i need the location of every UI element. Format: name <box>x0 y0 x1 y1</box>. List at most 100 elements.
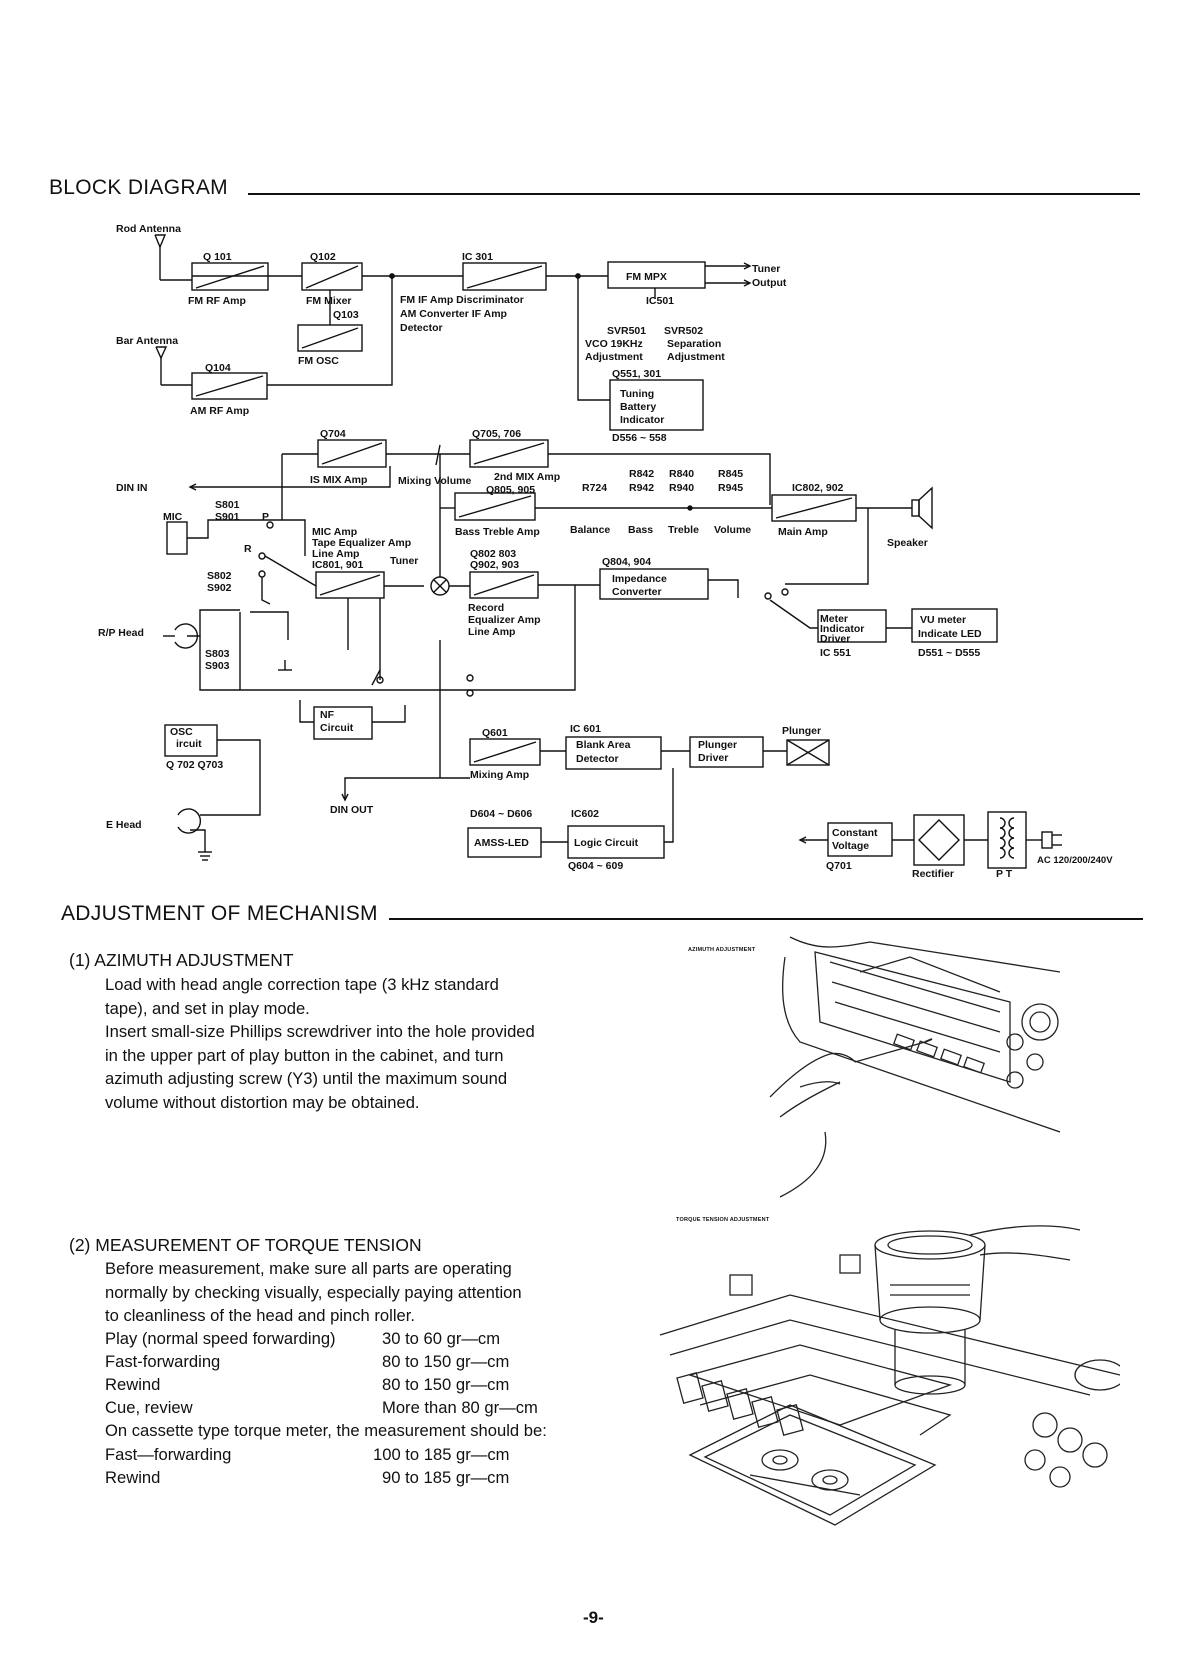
e-head-symbol <box>177 808 212 861</box>
svg-text:Indicator: Indicator <box>820 623 864 635</box>
svg-text:MIC: MIC <box>163 511 183 523</box>
svg-text:R: R <box>244 543 252 555</box>
vu-meter-led-block <box>911 608 998 643</box>
azimuth-text: Load with head angle correction tape (3 … <box>105 975 535 1112</box>
svg-text:MIC Amp: MIC Amp <box>312 526 357 538</box>
svg-text:IC 551: IC 551 <box>820 647 851 659</box>
svg-text:D604 ~ D606: D604 ~ D606 <box>470 808 532 820</box>
bass-treble-amp-block <box>454 492 536 521</box>
svg-text:NF: NF <box>320 709 335 721</box>
svg-text:VU meter: VU meter <box>920 614 966 626</box>
svg-text:FM RF Amp: FM RF Amp <box>188 295 246 307</box>
svg-text:R845: R845 <box>718 468 743 480</box>
svg-text:S803: S803 <box>205 648 230 660</box>
meter-indicator-driver-block <box>817 609 887 643</box>
svg-text:VCO 19KHz: VCO 19KHz <box>585 338 643 350</box>
svg-text:Q551, 301: Q551, 301 <box>612 368 661 380</box>
spec-rewind-label: Rewind <box>105 1375 161 1394</box>
svg-text:FM OSC: FM OSC <box>298 355 339 367</box>
mechanism-rule <box>389 918 1143 920</box>
svg-text:IC602: IC602 <box>571 808 599 820</box>
svg-text:Q104: Q104 <box>205 362 231 374</box>
svg-text:Q701: Q701 <box>826 860 852 872</box>
torque-title: (2) MEASUREMENT OF TORQUE TENSION <box>69 1235 422 1255</box>
cassette-rewind-label: Rewind <box>105 1468 161 1487</box>
svg-text:DIN IN: DIN IN <box>116 482 148 494</box>
svg-text:S902: S902 <box>207 582 232 594</box>
svg-text:Tuning: Tuning <box>620 388 654 400</box>
svg-text:Tuner: Tuner <box>752 263 780 275</box>
svg-text:R942: R942 <box>629 482 654 494</box>
svg-text:Driver: Driver <box>698 752 728 764</box>
label-bar-antenna: Bar Antenna <box>116 335 178 347</box>
svg-text:IC501: IC501 <box>646 295 674 307</box>
mic-jack-symbol <box>166 521 188 555</box>
am-rf-amp-block <box>191 372 268 400</box>
blank-area-detector-block <box>565 736 662 770</box>
spec-play-value: 30 to 60 gr—cm <box>382 1329 501 1348</box>
svg-text:Speaker: Speaker <box>887 537 928 549</box>
svg-text:ircuit: ircuit <box>176 738 202 750</box>
block-diagram-title: BLOCK DIAGRAM <box>49 176 228 199</box>
mixing-amp-block <box>469 738 541 766</box>
torque-figure-caption: TORQUE TENSION ADJUSTMENT <box>676 1217 770 1223</box>
svg-text:IC 601: IC 601 <box>570 723 601 735</box>
svg-text:Battery: Battery <box>620 401 656 413</box>
svg-text:Equalizer Amp: Equalizer Amp <box>468 614 541 626</box>
cassette-ff-value: 100 to 185 gr—cm <box>373 1445 510 1464</box>
svg-text:Q804, 904: Q804, 904 <box>602 556 651 568</box>
mechanism-title: ADJUSTMENT OF MECHANISM <box>61 902 378 925</box>
block-diagram: Rod Antenna Bar Antenna Q 101 FM RF Amp … <box>98 223 1113 880</box>
svg-text:R840: R840 <box>669 468 694 480</box>
svg-text:Bass Treble Amp: Bass Treble Amp <box>455 526 540 538</box>
spec-rewind-value: 80 to 150 gr—cm <box>382 1375 510 1394</box>
svg-text:SVR502: SVR502 <box>664 325 703 337</box>
svg-text:Plunger: Plunger <box>782 725 821 737</box>
svg-text:IS MIX Amp: IS MIX Amp <box>310 474 367 486</box>
svg-text:IC802, 902: IC802, 902 <box>792 482 844 494</box>
azimuth-adjustment-illustration <box>769 936 1060 1198</box>
page-number: -9- <box>583 1608 604 1627</box>
bar-antenna-symbol <box>155 346 192 386</box>
svg-text:Circuit: Circuit <box>320 722 354 734</box>
fm-mpx-block <box>607 261 706 289</box>
svg-text:Bass: Bass <box>628 524 653 536</box>
svg-text:AM RF Amp: AM RF Amp <box>190 405 249 417</box>
tuning-battery-indicator-block <box>609 379 704 431</box>
cassette-rewind-value: 90 to 185 gr—cm <box>382 1468 510 1487</box>
svg-text:Line Amp: Line Amp <box>468 626 515 638</box>
svg-text:Tape Equalizer Amp: Tape Equalizer Amp <box>312 537 411 549</box>
svg-text:AC 120/200/240V: AC 120/200/240V <box>1037 855 1113 866</box>
nf-circuit-block <box>313 706 373 740</box>
rod-antenna-symbol <box>154 234 192 281</box>
svg-text:AMSS-LED: AMSS-LED <box>474 837 529 849</box>
svg-text:P: P <box>262 511 269 523</box>
svg-text:Adjustment: Adjustment <box>667 351 725 363</box>
svg-text:Q705, 706: Q705, 706 <box>472 428 521 440</box>
speaker-symbol <box>911 486 933 530</box>
svg-text:Q704: Q704 <box>320 428 346 440</box>
svg-text:Q103: Q103 <box>333 309 359 321</box>
svg-text:Line Amp: Line Amp <box>312 548 359 560</box>
svg-text:OSC: OSC <box>170 726 193 738</box>
svg-text:Voltage: Voltage <box>832 840 869 852</box>
svg-text:FM MPX: FM MPX <box>626 271 667 283</box>
svg-text:E Head: E Head <box>106 819 142 831</box>
torque-tension-illustration <box>659 1225 1120 1526</box>
svg-text:R945: R945 <box>718 482 743 494</box>
label-rod-antenna: Rod Antenna <box>116 223 181 235</box>
svg-text:Q802 803: Q802 803 <box>470 548 516 560</box>
power-transformer-symbol <box>987 811 1027 869</box>
svg-text:SVR501: SVR501 <box>607 325 646 337</box>
svg-text:FM Mixer: FM Mixer <box>306 295 352 307</box>
svg-text:Record: Record <box>468 602 504 614</box>
svg-text:Adjustment: Adjustment <box>585 351 643 363</box>
cassette-ff-label: Fast—forwarding <box>105 1445 232 1464</box>
svg-text:S901: S901 <box>215 511 240 523</box>
svg-text:Main Amp: Main Amp <box>778 526 828 538</box>
svg-text:Q102: Q102 <box>310 251 336 263</box>
svg-text:R724: R724 <box>582 482 607 494</box>
svg-text:Detector: Detector <box>576 753 619 765</box>
svg-text:Volume: Volume <box>714 524 751 536</box>
svg-text:S802: S802 <box>207 570 232 582</box>
